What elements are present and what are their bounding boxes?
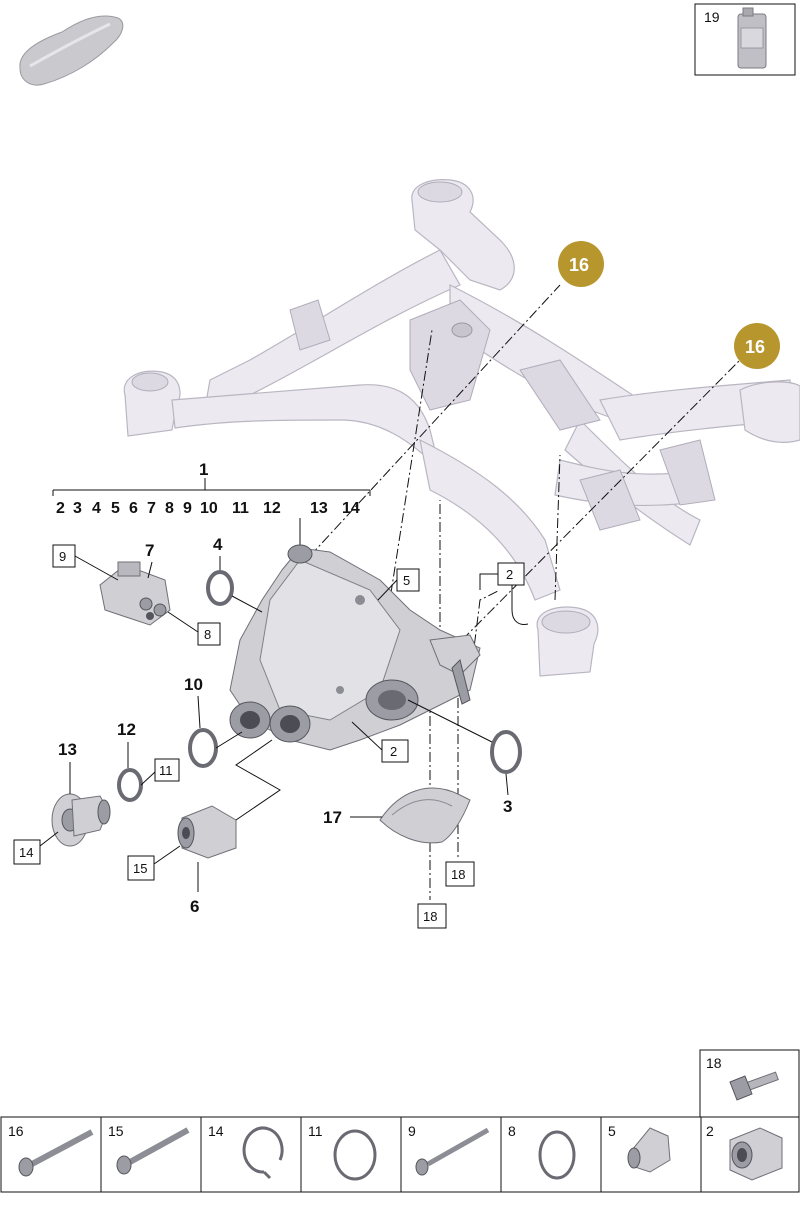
item-2-top-label: 2 [506,567,513,582]
oil-bottle-icon [737,7,767,69]
group-child-13: 13 [310,500,328,517]
item-13-flange [51,793,111,847]
item-8-box [197,622,221,646]
item-18-box-a [445,861,475,887]
item-17-label: 17 [323,808,342,827]
item-15-box [127,855,155,881]
callout-16-lower[interactable]: 16 [734,323,780,369]
parts-cell-2-number: 2 [706,1123,714,1139]
differential-housing [229,544,481,751]
bolt-icon [729,1071,779,1101]
group-child-9: 9 [183,500,192,517]
parts-cell-11-number: 11 [308,1123,323,1139]
parts-cell-18[interactable]: 18 [699,1049,800,1118]
item-18-label-b: 18 [423,909,437,924]
item-6-label: 6 [190,897,199,916]
item-15-label: 15 [133,861,147,876]
group-child-2: 2 [56,500,65,517]
item-11-box [154,758,180,782]
group-child-6: 6 [129,500,138,517]
parts-cell-16[interactable]: 16 [0,1116,102,1193]
item-12-washer [117,768,143,802]
parts-cell-11[interactable]: 11 [300,1116,402,1193]
o-ring-icon [333,1129,377,1181]
item-2-bottom-box [381,739,409,763]
bolt-icon [415,1127,490,1176]
item-10-label: 10 [184,675,203,694]
item-6-bushing [177,805,237,859]
item-3-label: 3 [503,797,512,816]
group-child-8: 8 [165,500,174,517]
bolt-icon [18,1129,94,1177]
item-19-number: 19 [704,9,720,25]
callout-16-upper-label: 16 [569,255,589,275]
item-4-seal [206,570,234,606]
item-17-heat-shield [379,787,471,844]
item-7-label: 7 [145,541,154,560]
parts-cell-14[interactable]: 14 [200,1116,302,1193]
parts-cell-16-number: 16 [8,1123,24,1139]
item-18-label-a: 18 [451,867,465,882]
parts-table: 18 16 15 14 [0,1049,800,1193]
callout-16-lower-label: 16 [745,337,765,357]
parts-cell-5-number: 5 [608,1123,616,1139]
item-5-label: 5 [403,573,410,588]
item-14-box [13,839,41,865]
parts-cell-15[interactable]: 15 [100,1116,202,1193]
group-child-11: 11 [232,500,249,517]
item-2-bottom-label: 2 [390,744,397,759]
item-19-box[interactable]: 19 [694,3,796,76]
o-ring-icon [538,1130,576,1180]
item-10-seal [188,728,218,768]
item-8-label: 8 [204,627,211,642]
parts-cell-14-number: 14 [208,1123,224,1139]
item-11-label: 11 [159,763,173,778]
rear-subframe [123,179,800,677]
nut-icon [729,1127,783,1181]
group-child-4: 4 [92,500,101,517]
item-9-label: 9 [59,549,66,564]
parts-cell-18-number: 18 [706,1055,722,1071]
item-4-label: 4 [213,535,223,554]
group-child-5: 5 [111,500,120,517]
group-child-14: 14 [342,500,360,517]
parts-cell-5[interactable]: 5 [600,1116,702,1193]
parts-cell-9[interactable]: 9 [400,1116,502,1193]
parts-cell-8-number: 8 [508,1123,516,1139]
parts-cell-9-number: 9 [408,1123,416,1139]
item-1-label: 1 [199,460,208,479]
group-child-7: 7 [147,500,156,517]
parts-cell-8[interactable]: 8 [500,1116,602,1193]
group-bracket-1: 1 2 3 4 5 6 7 8 9 10 11 12 13 14 [52,460,371,548]
item-7-connector [99,561,171,626]
circlip-icon [242,1126,284,1180]
item-18-box-b [417,903,447,929]
item-3-seal [490,730,522,774]
item-13-label: 13 [58,740,77,759]
bushing-icon [627,1127,671,1173]
bolt-icon [116,1127,190,1175]
group-child-10: 10 [200,500,218,517]
callout-16-upper[interactable]: 16 [558,241,604,287]
car-silhouette-icon [19,15,124,86]
parts-cell-15-number: 15 [108,1123,124,1139]
item-12-label: 12 [117,720,136,739]
parts-cell-2[interactable]: 2 [700,1116,800,1193]
item-14-label: 14 [19,845,33,860]
group-child-3: 3 [73,500,82,517]
group-child-12: 12 [263,500,281,517]
